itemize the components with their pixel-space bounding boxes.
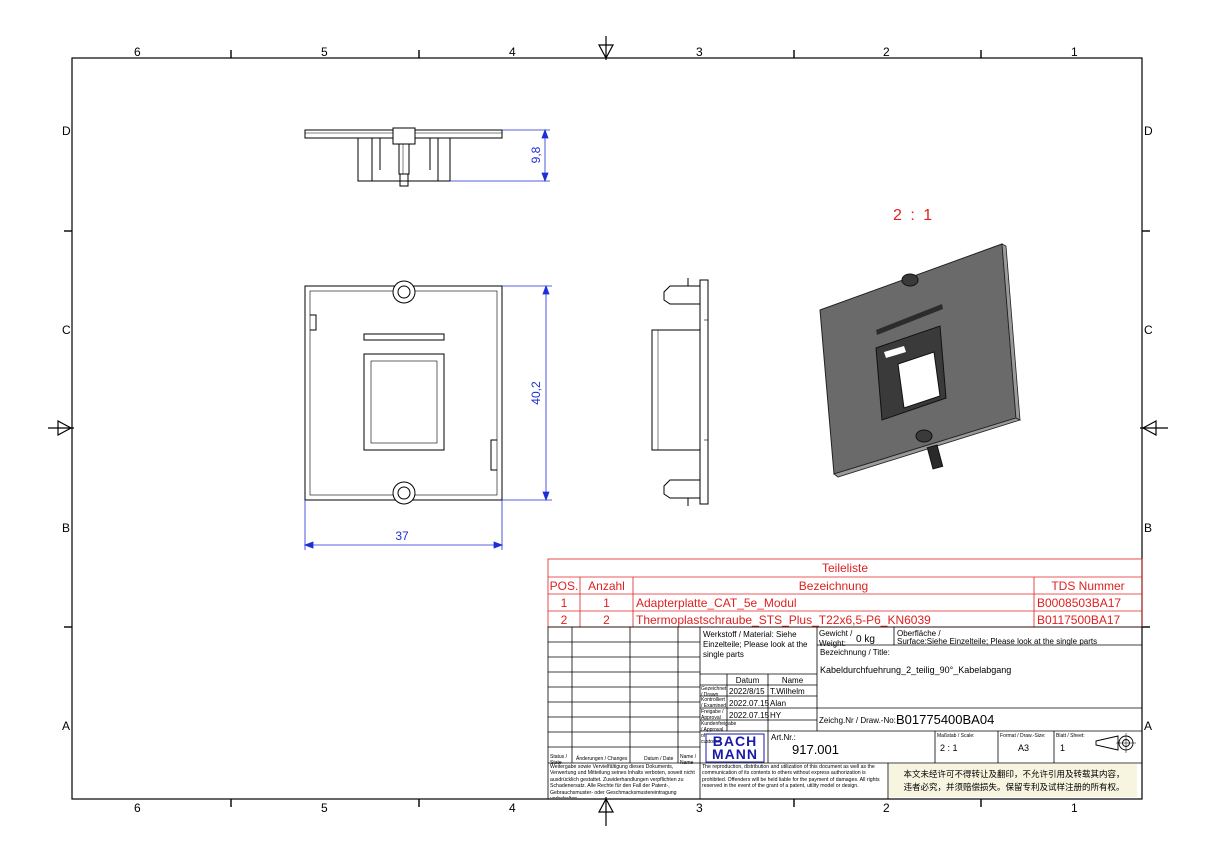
zone-col-3-bottom: 3 <box>696 801 703 815</box>
parts-list-header-qty: Anzahl <box>588 579 625 593</box>
checked-name: Alan <box>770 699 787 708</box>
name-col-label: Name / Name <box>680 754 697 766</box>
drawing-no: B01775400BA04 <box>896 712 995 727</box>
front-view <box>304 280 503 505</box>
chinese-legal-box <box>889 764 1137 797</box>
legal-notice-cn-2: 违者必究，并须赔偿损失。保留专利及试样注册的所有权。 <box>903 783 1125 793</box>
parts-list-title: Teileliste <box>821 561 869 575</box>
weight-label: Gewicht / Weight: <box>819 629 853 648</box>
zone-col-4-bottom: 4 <box>509 801 516 815</box>
sheet-value: 1 <box>1060 743 1066 753</box>
date-header: Datum <box>735 676 760 685</box>
parts-list-row-2-tds: B0117500BA17 <box>1037 613 1121 627</box>
scale-label: Maßstab / Scale: <box>937 733 975 739</box>
dimension-text-37: 37 <box>395 529 409 543</box>
name-header: Name <box>781 676 804 685</box>
drawn-label: Gezeichnet / Drawn <box>701 686 727 698</box>
zone-col-1-top: 1 <box>1071 45 1078 59</box>
parts-list-header-tds: TDS Nummer <box>1051 579 1125 593</box>
dimension-text-40-2: 40,2 <box>529 381 543 405</box>
zone-col-6-top: 6 <box>134 45 141 59</box>
checked-label: Kontrolliert / Examined <box>701 697 727 709</box>
isometric-view <box>819 243 1022 478</box>
dimension-text-9-8: 9,8 <box>529 146 543 164</box>
dimension-front-width <box>303 500 504 550</box>
art-no: 917.001 <box>792 742 839 757</box>
projection-symbol-icon <box>1095 733 1136 753</box>
zone-col-4-top: 4 <box>509 45 516 59</box>
parts-list-row-2-pos: 2 <box>560 613 568 627</box>
zone-row-c-left: C <box>62 323 71 337</box>
legal-notice-cn-1: 本文未经许可不得转让及翻印，不允许引用及转载其内容， <box>903 770 1125 780</box>
zone-row-b-right: B <box>1144 521 1153 535</box>
parts-list-row-1-tds: B0008503BA17 <box>1037 596 1122 610</box>
dimension-front-height <box>502 284 552 502</box>
title-label: Bezeichnung / Title: <box>820 648 890 657</box>
zone-row-c-right: C <box>1144 323 1153 337</box>
checked-date: 2022.07.15 <box>729 699 770 708</box>
date-col-label: Datum / Date <box>644 756 674 762</box>
approved-name: HY <box>770 711 782 720</box>
zone-row-b-left: B <box>62 521 71 535</box>
parts-list-row-1-qty: 1 <box>603 596 610 610</box>
zone-col-2-top: 2 <box>883 45 890 59</box>
material-label: Werkstoff / Material: Siehe Einzelteile;… <box>703 630 808 659</box>
title-block-lines <box>547 626 1143 800</box>
approved-label: Freigabe / Approval <box>701 709 724 721</box>
changes-label: Änderungen / Changes <box>576 756 628 762</box>
zone-row-d-left: D <box>62 124 71 138</box>
bachmann-logo-box <box>705 733 765 763</box>
surface-value: Surface:Siehe Einzelteile; Please look a… <box>897 637 1098 646</box>
approved-date: 2022.07.15 <box>729 711 770 720</box>
legal-notice-en: The reproduction, distribution and utili… <box>702 764 880 790</box>
dimension-top-height <box>450 128 550 183</box>
bachmann-logo-bottom: MANN <box>712 746 758 762</box>
parts-list-header-desc: Bezeichnung <box>798 579 869 593</box>
zone-row-a-right: A <box>1144 719 1153 733</box>
scale-value: 2 : 1 <box>940 743 958 753</box>
zone-row-a-left: A <box>62 719 71 733</box>
title-value: Kabeldurchfuehrung_2_teilig_90°_Kabelabg… <box>820 665 1012 675</box>
centering-marks <box>48 36 1168 826</box>
parts-list-row-1-pos: 1 <box>560 596 568 610</box>
parts-list-header-pos: POS. <box>549 579 579 593</box>
zone-col-5-bottom: 5 <box>321 801 328 815</box>
sheet-label: Blatt / Sheet: <box>1056 733 1085 739</box>
format-label: Format / Draw.-Size: <box>1000 733 1046 739</box>
zone-col-2-bottom: 2 <box>883 801 890 815</box>
drawn-name: T.Wilhelm <box>770 687 805 696</box>
zone-ticks <box>64 50 1150 807</box>
parts-list-row-2-desc: Thermoplastschraube_STS_Plus_T22x6,5-P6_… <box>636 613 931 627</box>
art-no-label: Art.Nr.: <box>771 733 796 742</box>
legal-notice-de: Weitergabe sowie Vervielfältigung dieses… <box>550 764 695 798</box>
zone-row-d-right: D <box>1144 124 1153 138</box>
zone-col-1-bottom: 1 <box>1071 801 1078 815</box>
format-value: A3 <box>1018 743 1030 753</box>
zone-col-5-top: 5 <box>321 45 328 59</box>
side-view <box>651 278 709 506</box>
status-label: Status / State <box>550 754 567 766</box>
parts-list-row-1-desc: Adapterplatte_CAT_5e_Modul <box>636 596 797 610</box>
surface-label: Oberfläche / <box>897 629 941 638</box>
drawing-no-label: Zeichg.Nr / Draw.-No: <box>819 716 896 725</box>
customer-approval-label: Kundenfreigabe / Approval of customer <box>701 721 737 745</box>
bachmann-logo-top: BACH <box>712 733 758 749</box>
top-view <box>304 127 503 187</box>
parts-list-lines <box>547 558 1143 628</box>
zone-col-3-top: 3 <box>696 45 703 59</box>
zone-col-6-bottom: 6 <box>134 801 141 815</box>
scale-note: 2 : 1 <box>893 207 935 224</box>
drawn-date: 2022/8/15 <box>729 687 765 696</box>
parts-list-row-2-qty: 2 <box>603 613 610 627</box>
weight-value: 0 kg <box>856 634 875 645</box>
